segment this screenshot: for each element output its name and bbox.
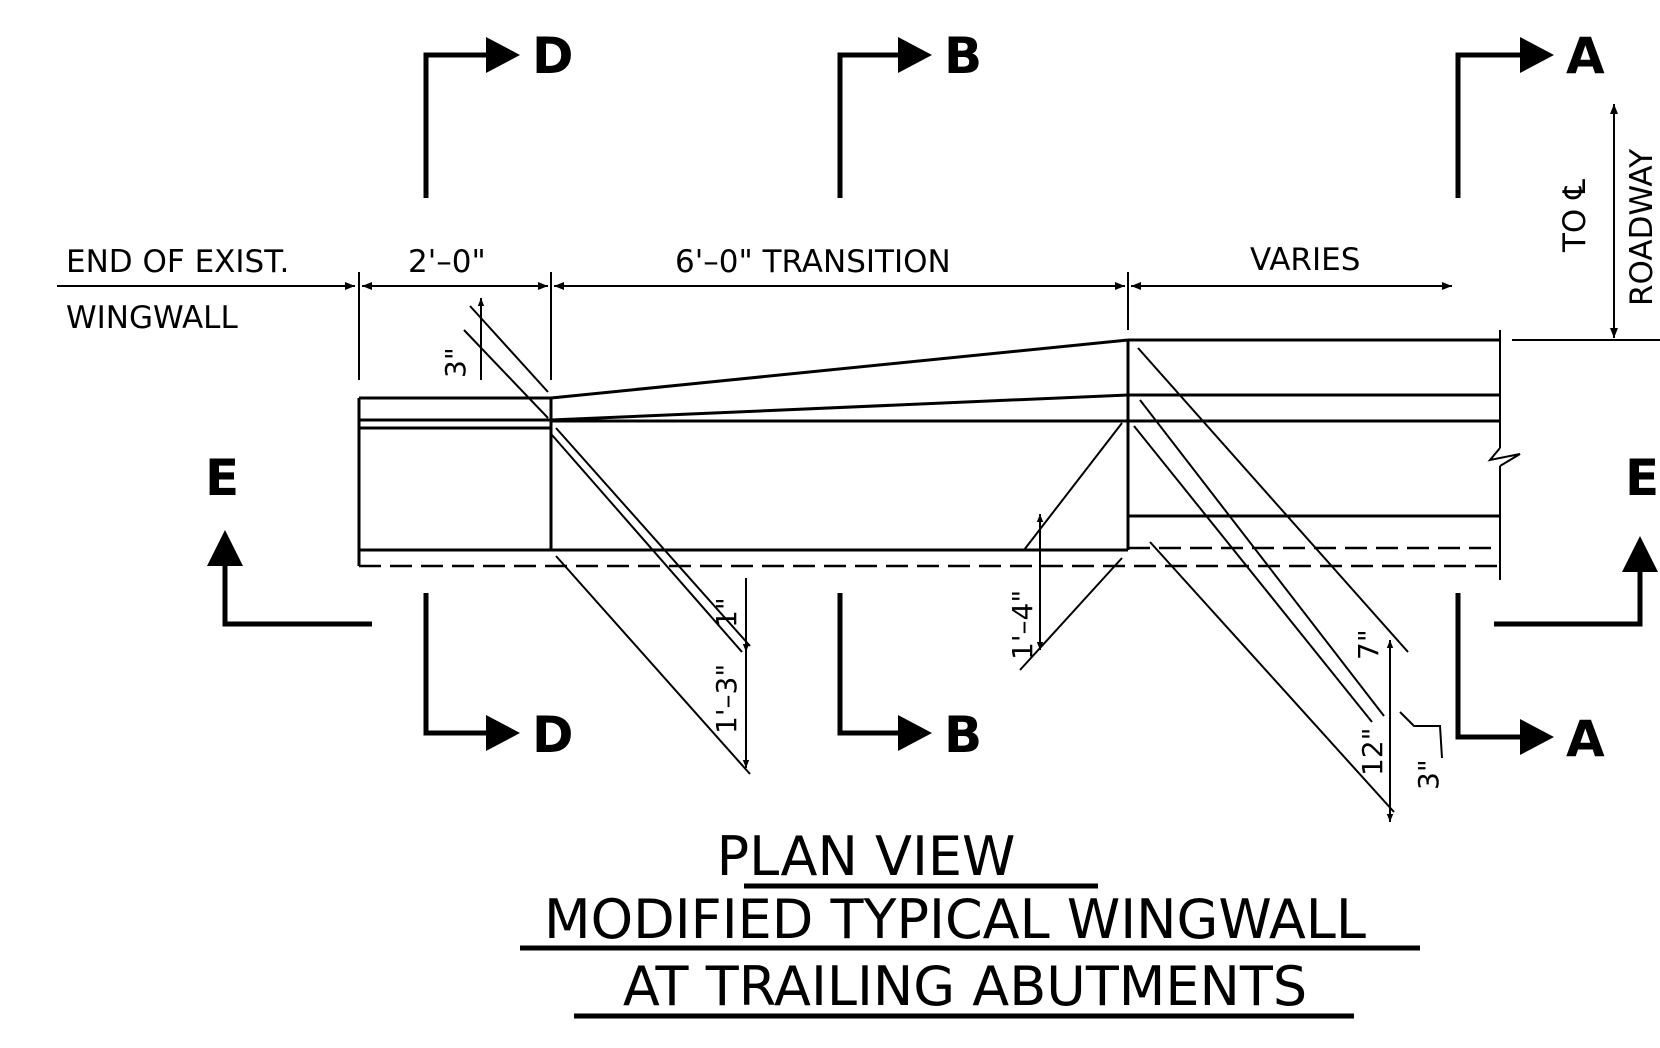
dimension-3in-top-label: 3"	[439, 347, 472, 378]
end-of-existing-label: END OF EXIST.	[66, 244, 289, 280]
section-e-right-marker: E	[1494, 449, 1659, 627]
wingwall-outline	[357, 330, 1521, 580]
dimension-transition-label: 6'–0" TRANSITION	[675, 244, 951, 280]
dimension-1ft3in-label: 1'–3"	[710, 664, 743, 734]
title-block: PLAN VIEW MODIFIED TYPICAL WINGWALL AT T…	[520, 825, 1420, 1019]
section-a-bottom-marker: A	[1455, 593, 1605, 768]
dimension-12in-label: 12"	[1356, 727, 1389, 776]
wingwall-label: WINGWALL	[66, 300, 238, 336]
section-d-bottom-marker: D	[423, 593, 574, 764]
dimension-3in-bottom-label: 3"	[1412, 759, 1445, 790]
roadway-label: ROADWAY	[1624, 149, 1660, 306]
dimension-1in-label: 1"	[710, 597, 743, 628]
section-d-top-marker: D	[423, 27, 574, 198]
title-line-trailing-abutments: AT TRAILING ABUTMENTS	[623, 955, 1307, 1018]
section-e-left-marker: E	[205, 449, 372, 627]
to-centerline-label: TO ℄	[1557, 179, 1593, 253]
section-e-left-label: E	[205, 449, 239, 507]
section-e-right-label: E	[1625, 449, 1659, 507]
dimension-varies-label: VARIES	[1250, 242, 1360, 278]
section-b-bottom-label: B	[944, 706, 982, 764]
skew-lines-right	[1133, 347, 1443, 822]
roadway-centerline-dimension: TO ℄ ROADWAY	[1512, 104, 1660, 341]
section-a-top-label: A	[1566, 27, 1605, 85]
section-d-top-label: D	[532, 27, 574, 85]
section-a-top-marker: A	[1455, 27, 1605, 198]
title-line-plan-view: PLAN VIEW	[717, 825, 1016, 888]
dimension-2ft-label: 2'–0"	[408, 244, 486, 280]
dimension-7in-label: 7"	[1352, 629, 1385, 660]
dimension-1ft4in-label: 1'–4"	[1006, 590, 1039, 660]
dimension-line-top	[57, 272, 1452, 380]
section-b-top-label: B	[944, 27, 982, 85]
section-a-bottom-label: A	[1566, 710, 1605, 768]
section-d-bottom-label: D	[532, 706, 574, 764]
section-b-top-marker: B	[837, 27, 982, 198]
skew-lines-left	[463, 298, 751, 775]
skew-lines-middle	[1019, 422, 1123, 671]
section-b-bottom-marker: B	[837, 593, 982, 764]
title-line-modified-wingwall: MODIFIED TYPICAL WINGWALL	[544, 888, 1366, 951]
